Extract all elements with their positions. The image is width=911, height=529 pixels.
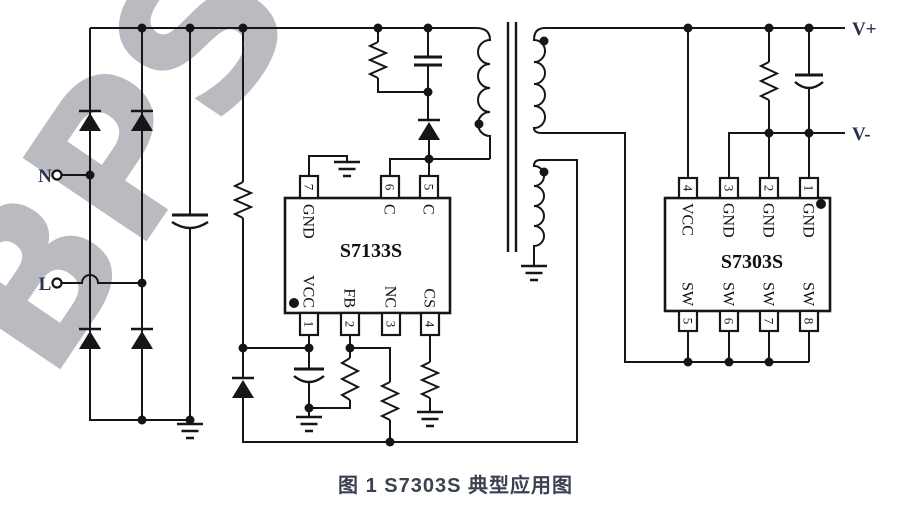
ic-s7133s: S7133S 7 6 5 1 2 3 4 GND C C VCC FB NC C… bbox=[283, 174, 452, 337]
ic1-pin5-box bbox=[418, 174, 440, 200]
vcc-capacitor bbox=[293, 375, 325, 384]
ic2-pin8-box bbox=[798, 309, 820, 333]
ic2-pin5-num: 5 bbox=[680, 318, 695, 325]
ic2-pin8-num: 8 bbox=[801, 318, 816, 325]
ic1-pin3-label: NC bbox=[381, 286, 398, 308]
ic1-pin4-box bbox=[419, 311, 441, 337]
ic1-pin1-box bbox=[298, 311, 320, 337]
fb-upper-resistor bbox=[339, 357, 361, 401]
ic2-pin4-label: VCC bbox=[678, 203, 695, 236]
ic2-pin5-box bbox=[677, 309, 699, 333]
vminus-rail bbox=[728, 132, 845, 178]
ic1-pin7-box bbox=[298, 174, 320, 200]
ic1-pin1-num: 1 bbox=[301, 321, 316, 328]
cs-resistor bbox=[419, 361, 441, 399]
ic1-pin7-num: 7 bbox=[301, 184, 316, 191]
ic2-pin6-num: 6 bbox=[721, 318, 736, 325]
output-resistor bbox=[758, 61, 780, 101]
ic2-pin1-num: 1 bbox=[801, 185, 816, 192]
secondary-winding bbox=[532, 27, 845, 363]
ic2-pin7-label: SW bbox=[759, 282, 776, 307]
vcc-node-wiring bbox=[243, 331, 325, 417]
ic2-pin6-box bbox=[718, 309, 740, 333]
ic2-pin1-box bbox=[798, 176, 820, 200]
transformer-core bbox=[506, 22, 518, 252]
terminal-n bbox=[51, 169, 63, 181]
ic-s7303s: S7303S 4 3 2 1 5 6 7 8 VCC GND GND GND S… bbox=[663, 176, 832, 333]
junction-dots bbox=[85, 23, 814, 447]
bridge-diode-bottom-left bbox=[79, 327, 101, 349]
ic2-pin1-marker bbox=[816, 199, 826, 209]
ic2-pin1-label: GND bbox=[799, 203, 816, 238]
ic2-pin2-num: 2 bbox=[761, 185, 776, 192]
secondary-phase-dot bbox=[539, 36, 549, 46]
ground-cs bbox=[417, 410, 443, 428]
terminal-l bbox=[51, 277, 63, 289]
vcc-rectifier-diode bbox=[232, 376, 254, 398]
ic1-pin2-box bbox=[339, 311, 361, 337]
ic1-pin2-label: FB bbox=[340, 288, 357, 308]
terminal-l-label: L bbox=[39, 274, 52, 295]
ic1-pin7-label: GND bbox=[299, 204, 316, 239]
startup-resistor bbox=[232, 181, 254, 219]
ic2-pin4-box bbox=[677, 176, 699, 200]
ic1-pin5-label: C bbox=[419, 204, 436, 215]
ic2-name: S7303S bbox=[721, 251, 783, 273]
ic1-pin3-num: 3 bbox=[383, 321, 398, 328]
snubber-resistor bbox=[367, 41, 389, 79]
rcd-snubber bbox=[367, 28, 490, 176]
ic1-pin1-marker bbox=[289, 298, 299, 308]
sw-pin-stubs bbox=[687, 331, 810, 362]
ic1-pin4-num: 4 bbox=[422, 321, 437, 328]
figure-caption: 图 1 S7303S 典型应用图 bbox=[338, 475, 573, 497]
snubber-diode bbox=[418, 122, 440, 140]
ic2-pin7-num: 7 bbox=[761, 318, 776, 325]
ic2-pin3-label: GND bbox=[719, 203, 736, 238]
output-capacitor bbox=[794, 81, 824, 90]
ic2-pin4-num: 4 bbox=[680, 185, 695, 192]
gnd-pin7-wire bbox=[308, 155, 348, 176]
aux-winding bbox=[532, 159, 545, 266]
vplus-label: V+ bbox=[852, 19, 877, 40]
ic1-pin2-num: 2 bbox=[342, 321, 357, 328]
ic2-pin3-box bbox=[718, 176, 740, 200]
vminus-label: V- bbox=[852, 124, 871, 145]
primary-winding bbox=[475, 27, 492, 159]
bridge-diode-top-left bbox=[79, 109, 101, 131]
ground-vcc-cap bbox=[296, 415, 322, 433]
ic1-pin6-box bbox=[379, 174, 401, 200]
terminal-n-label: N bbox=[38, 166, 52, 187]
aux-phase-dot bbox=[539, 167, 549, 177]
primary-phase-dot bbox=[474, 119, 484, 129]
ic2-pin8-label: SW bbox=[799, 282, 816, 307]
ground-aux bbox=[521, 264, 547, 282]
ic2-pin7-box bbox=[758, 309, 780, 333]
ic2-pin5-label: SW bbox=[678, 282, 695, 307]
ic2-pin3-num: 3 bbox=[721, 185, 736, 192]
fb-lower-resistor bbox=[379, 381, 401, 421]
ground-bulk bbox=[177, 422, 203, 440]
ic2-pin6-label: SW bbox=[719, 282, 736, 307]
transformer bbox=[474, 22, 845, 363]
ic1-pin5-num: 5 bbox=[421, 184, 436, 191]
bulk-capacitor bbox=[171, 28, 209, 420]
ic1-pin4-label: CS bbox=[420, 288, 437, 308]
ic1-pin6-num: 6 bbox=[382, 184, 397, 191]
cs-resistor-branch bbox=[419, 331, 441, 412]
snubber-capacitor bbox=[414, 55, 442, 67]
ic2-pin2-box bbox=[758, 176, 780, 200]
ic2-pin2-label: GND bbox=[759, 203, 776, 238]
bridge-diode-top-right bbox=[131, 109, 153, 131]
ic1-name: S7133S bbox=[340, 240, 402, 262]
output-wiring bbox=[687, 28, 845, 362]
ic1-pin1-label: VCC bbox=[299, 275, 316, 308]
ic1-pin6-label: C bbox=[380, 204, 397, 215]
ic1-pin3-box bbox=[380, 311, 402, 337]
ground-pin7 bbox=[334, 160, 360, 178]
bridge-diode-bottom-right bbox=[131, 327, 153, 349]
